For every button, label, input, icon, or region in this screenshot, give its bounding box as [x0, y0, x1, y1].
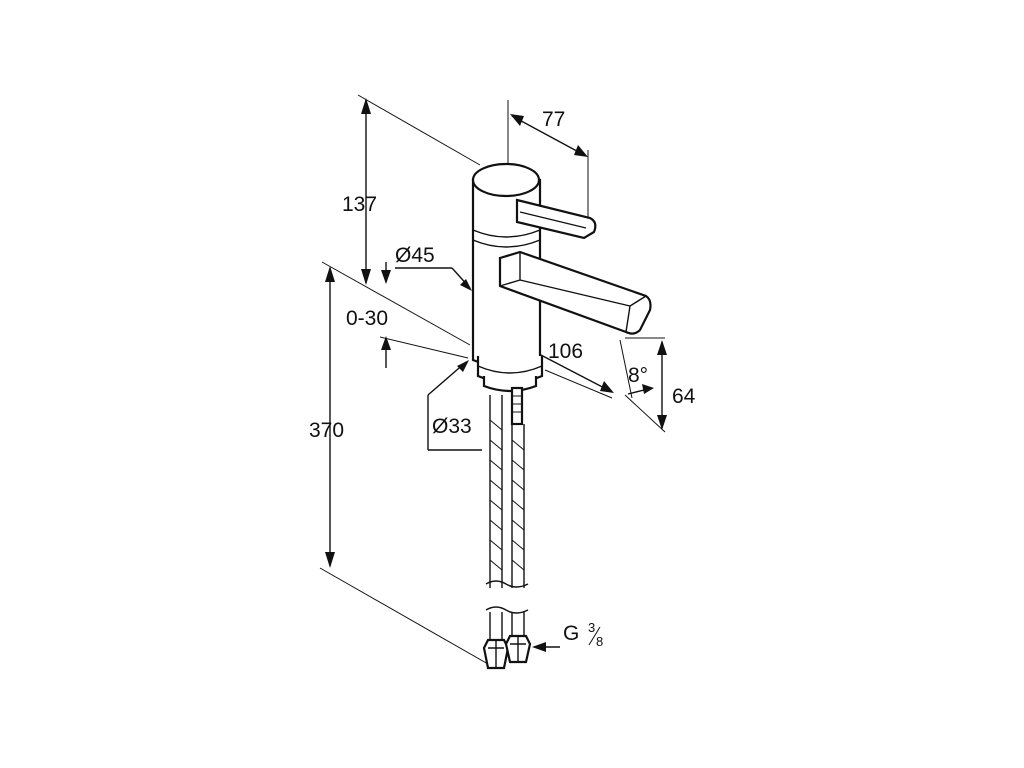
dim-adjust-range: 0-30 — [346, 307, 388, 330]
dim-spout-length: 106 — [548, 340, 583, 363]
dim-outlet-height: 64 — [672, 385, 696, 408]
dim-thread-denominator: 8 — [596, 634, 603, 649]
dim-connection-thread: G — [563, 622, 579, 645]
dim-height-top: 137 — [342, 193, 377, 216]
spout — [498, 250, 652, 335]
dim-body-diameter: Ø45 — [395, 244, 435, 267]
dim-spout-projection: 77 — [542, 108, 565, 131]
supply-hoses — [482, 386, 532, 670]
dim-thread-numerator: 3 — [588, 620, 595, 635]
dim-base-diameter: Ø33 — [432, 415, 472, 438]
faucet-body — [471, 162, 544, 393]
dimension-labels: 137 77 Ø45 0-30 106 8° 64 370 Ø33 G 3 8 — [309, 108, 696, 649]
dim-total-height: 370 — [309, 419, 344, 442]
lever-handle — [515, 198, 597, 240]
dim-angle: 8° — [628, 364, 648, 387]
thread-fraction-bar — [588, 626, 601, 646]
